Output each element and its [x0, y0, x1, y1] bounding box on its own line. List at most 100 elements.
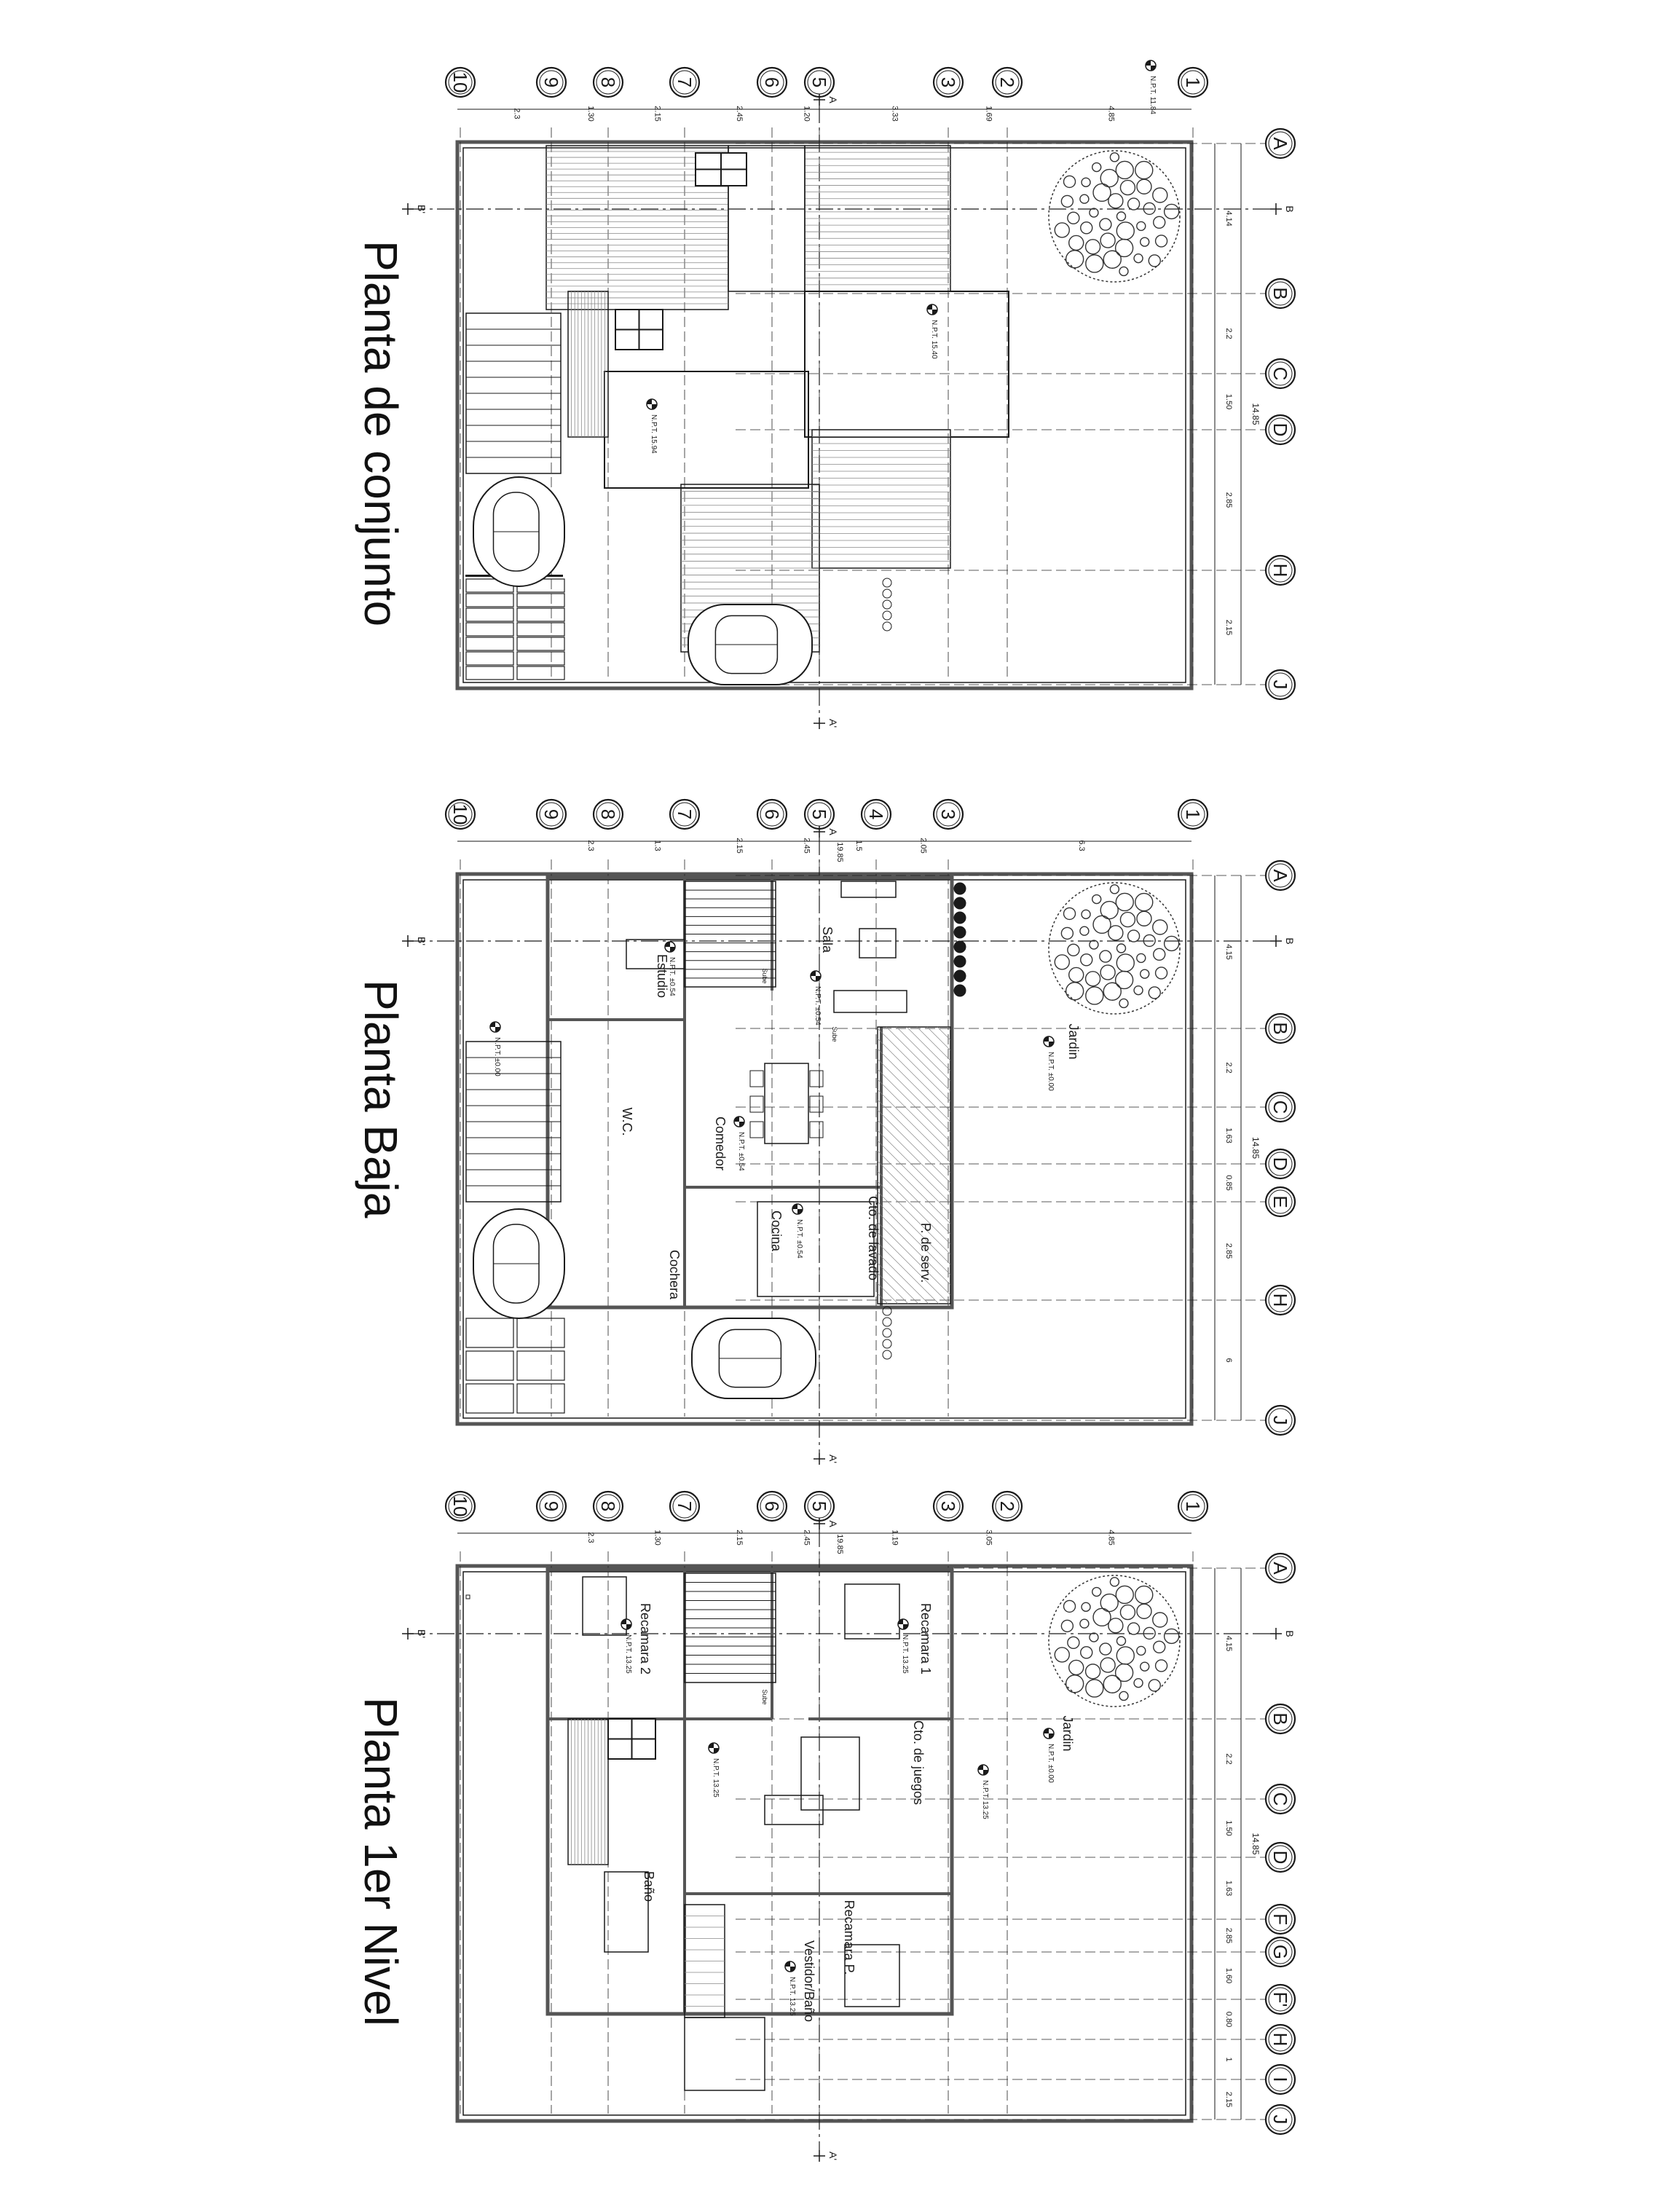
level-symbol-fill — [647, 399, 657, 409]
tree-leaf — [1152, 1612, 1168, 1628]
dim-text-col: 2.05 — [919, 838, 928, 853]
tree-leaf — [1127, 1622, 1141, 1635]
section-mark-A: A — [814, 1518, 839, 1530]
axis-bubble-col-7: 7 — [669, 798, 701, 830]
axis-bubble-inner — [448, 802, 473, 827]
axis-bubble-circle — [1264, 1012, 1296, 1044]
room-label-5: Recamara P. — [842, 1900, 856, 1975]
section-mark-A-prime: A' — [814, 2150, 839, 2162]
level-text: N.P.T. 13.25 — [981, 1780, 989, 1819]
herringbone-line — [877, 1109, 951, 1184]
house-outer-wall — [545, 875, 954, 1310]
tree-leaf — [1153, 1640, 1166, 1654]
tree-leaf — [1065, 982, 1084, 1001]
axis-bubble-label: 1 — [1182, 77, 1204, 87]
herringbone-line — [877, 1170, 951, 1245]
axis-bubble-label: 6 — [761, 77, 783, 87]
tree-leaf — [1114, 238, 1134, 258]
car-symbol — [691, 1318, 816, 1399]
section-label: A — [827, 96, 839, 103]
roof-slab-east — [804, 145, 951, 292]
axis-bubble-circle — [1177, 1490, 1209, 1522]
section-label: B — [1284, 937, 1296, 944]
dim-text-col: 2.15 — [735, 1530, 744, 1545]
axis-bubble-label: 6 — [761, 809, 783, 819]
room-label-6: Vestidor/Baño — [802, 1940, 816, 2022]
tree-leaf — [1163, 203, 1180, 220]
herringbone-line — [877, 1038, 951, 1112]
plant-symbol — [882, 1317, 892, 1327]
axis-bubble-circle — [1264, 127, 1296, 160]
level-symbol-fill — [621, 1619, 631, 1629]
axis-bubble-circle — [1264, 1936, 1296, 1968]
axis-bubble-label: D — [1269, 423, 1291, 437]
axis-bubble-label: 5 — [808, 77, 830, 87]
level-symbol-fill — [734, 1117, 744, 1127]
herringbone-line — [877, 1252, 929, 1304]
axis-bubble-inner — [596, 1494, 621, 1519]
herringbone-line — [877, 1028, 951, 1102]
axis-bubble-col-8: 8 — [592, 66, 624, 98]
axis-bubble-label: B — [1269, 287, 1291, 299]
tree-leaf — [1115, 892, 1134, 912]
tree-symbol — [1048, 1575, 1181, 1707]
tree-leaf — [1054, 222, 1070, 238]
room-label-4: Cocina — [769, 1211, 784, 1252]
section-mark-B-prime: B' — [402, 935, 428, 947]
axis-bubble-col-7: 7 — [669, 66, 701, 98]
dim-text-row: 2.15 — [1224, 620, 1233, 635]
tree-leaf — [1109, 152, 1120, 162]
axis-bubble-circle — [1264, 1703, 1296, 1735]
axis-bubble-circle — [756, 798, 788, 830]
dim-text-row: 2.85 — [1224, 492, 1233, 508]
paver — [465, 607, 514, 622]
tree-leaf — [1116, 221, 1135, 240]
dim-text-row: 4.15 — [1224, 944, 1233, 959]
plan-conjunto: 1235678910ABCDHJ4.851.693.331.202.452.15… — [402, 60, 1296, 729]
axis-bubble-inner — [1268, 1016, 1293, 1041]
level-text: N.P.T. 13.25 — [901, 1634, 909, 1674]
axis-bubble-circle — [1264, 1552, 1296, 1584]
stairs-symbol — [465, 312, 562, 474]
axis-bubble-inner — [936, 70, 961, 95]
axis-bubble-circle — [932, 1490, 964, 1522]
axis-bubble-circle — [1264, 358, 1296, 390]
chair — [809, 1121, 824, 1138]
axis-bubble-row-C: C — [1264, 1091, 1296, 1123]
tree-leaf — [1089, 1632, 1099, 1642]
level-symbol-fill — [978, 1765, 988, 1775]
axis-bubble-label: 7 — [674, 809, 696, 819]
tree-leaf — [1065, 1674, 1084, 1693]
herringbone-line — [877, 1130, 951, 1204]
axis-bubble-circle — [756, 1490, 788, 1522]
tree-leaf — [1080, 953, 1093, 967]
level-symbol-fill — [1044, 1728, 1054, 1739]
axis-bubble-inner — [596, 70, 621, 95]
dining-table — [764, 1063, 809, 1144]
axis-bubble-label: 10 — [449, 72, 471, 93]
axis-bubble-col-7: 7 — [669, 1490, 701, 1522]
paver — [516, 593, 565, 607]
level-symbol-fill — [898, 1619, 908, 1629]
axis-bubble-inner — [760, 802, 784, 827]
axis-bubble-inner — [1268, 131, 1293, 156]
level-marker: N.P.T. ±0.54 — [733, 1116, 745, 1171]
tree-leaf — [1068, 235, 1084, 251]
level-symbol-fill — [1044, 1036, 1054, 1047]
axis-bubble-circle — [444, 798, 476, 830]
level-symbol-fill — [927, 304, 937, 315]
axis-bubble-row-A: A — [1264, 1552, 1296, 1584]
herringbone-line — [877, 1283, 899, 1304]
herringbone-line — [906, 1026, 951, 1071]
tree-leaf — [1148, 254, 1161, 267]
herringbone-line — [877, 1272, 909, 1304]
axis-bubble-inner — [448, 70, 473, 95]
axis-bubble-inner — [1268, 1288, 1293, 1312]
axis-bubble-label: 9 — [540, 1501, 562, 1511]
axis-bubble-inner — [672, 70, 697, 95]
sofa-bottom — [833, 990, 907, 1013]
axis-bubble-inner — [760, 70, 784, 95]
chair — [749, 1121, 764, 1138]
section-cross — [402, 1628, 414, 1640]
paver — [465, 1318, 514, 1348]
